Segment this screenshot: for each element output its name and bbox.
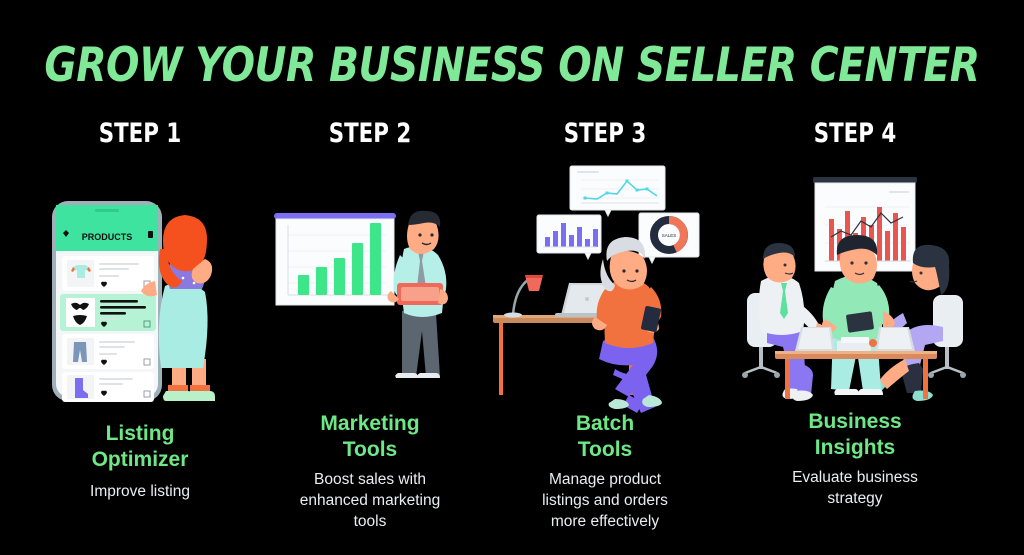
step-headline-4: Business Insights: [808, 410, 902, 460]
step-headline-3: Batch Tools: [575, 412, 635, 462]
step-description-3: Manage product listings and orders more …: [542, 470, 668, 531]
illustration-batch-tools: SALES: [487, 163, 723, 413]
bar-chart-card: [536, 214, 602, 261]
line-chart-card: [569, 165, 666, 218]
svg-text:SALES: SALES: [662, 233, 677, 238]
step-description-2: Boost sales with enhanced marketing tool…: [299, 470, 441, 531]
step-label-1: STEP 1: [98, 118, 182, 149]
svg-text:PRODUCTS: PRODUCTS: [82, 232, 133, 242]
step-column-4: STEP 4: [737, 118, 973, 509]
step-description-4: Evaluate business strategy: [792, 468, 918, 507]
step-label-4: STEP 4: [813, 118, 897, 149]
step-label-3: STEP 3: [563, 118, 647, 149]
step-label-2: STEP 2: [328, 118, 412, 149]
illustration-business-insights: [737, 163, 973, 403]
step-headline-1: Listing Optimizer: [91, 422, 189, 472]
step-column-1: STEP 1 PRODUCTS: [22, 118, 258, 502]
page-title: GROW YOUR BUSINESS ON SELLER CENTER: [44, 38, 980, 93]
step-column-3: STEP 3: [487, 118, 723, 532]
donut-chart-card: SALES: [638, 212, 700, 265]
step-column-2: STEP 2: [252, 118, 488, 532]
step-headline-2: Marketing Tools: [320, 412, 420, 462]
step-description-1: Improve listing: [90, 482, 190, 500]
illustration-listing-optimizer: PRODUCTS: [22, 163, 258, 403]
illustration-marketing-tools: [252, 163, 488, 403]
